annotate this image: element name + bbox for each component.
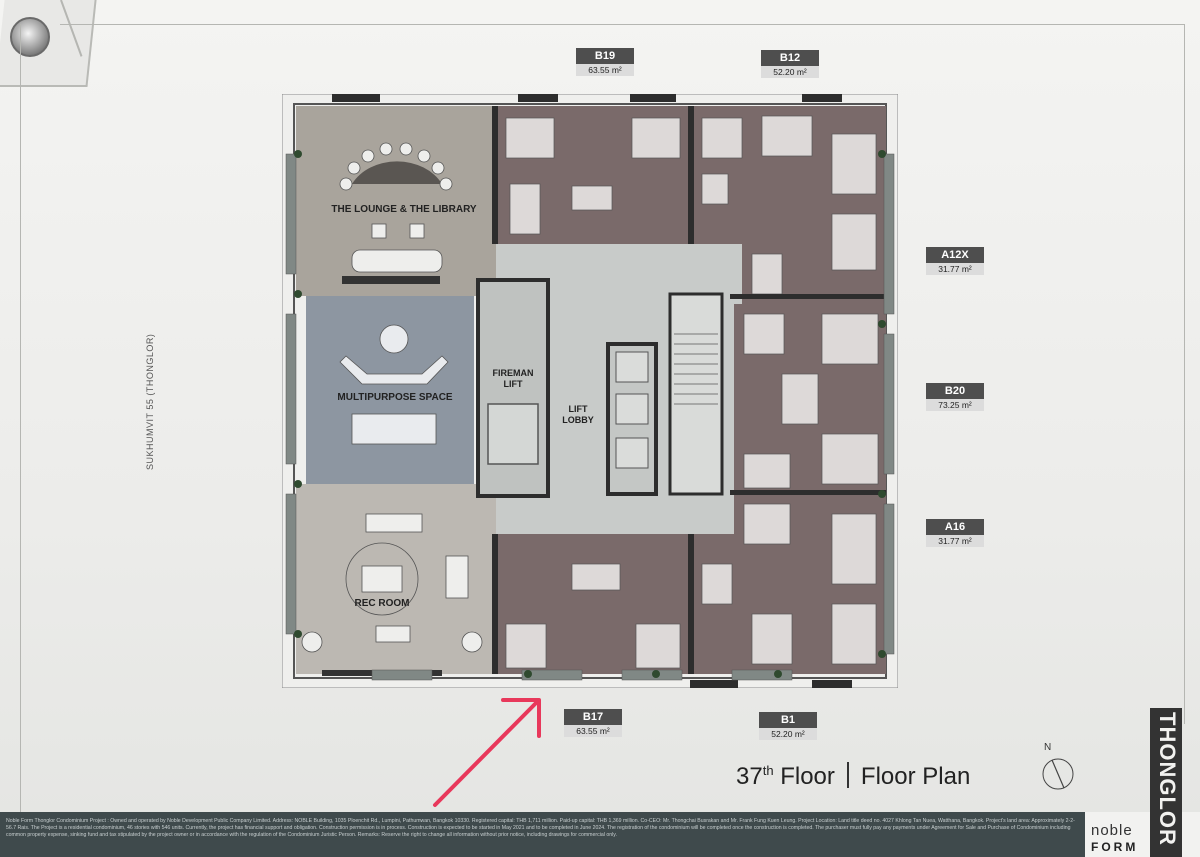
- unit-code: B1: [759, 712, 817, 728]
- unit-area: 73.25 m²: [926, 399, 984, 411]
- fireman-lift-line2: LIFT: [503, 379, 523, 389]
- lounge-counter: [342, 276, 440, 284]
- brand-noble: noble: [1091, 822, 1133, 839]
- screw-icon: [10, 17, 50, 57]
- brand-block: noble FORM: [1085, 812, 1200, 857]
- unit-code: B20: [926, 383, 984, 399]
- unit-tag-b19[interactable]: B19 63.55 m²: [576, 48, 634, 76]
- annotation-arrow-icon: [433, 698, 541, 807]
- exterior-wall-sections: [332, 94, 886, 688]
- brand-form: FORM: [1091, 840, 1139, 854]
- multipurpose-zone: [306, 296, 474, 484]
- unit-area: 63.55 m²: [564, 725, 622, 737]
- room-label-multipurpose: MULTIPURPOSE SPACE: [337, 392, 453, 403]
- unit-tag-a16[interactable]: A16 31.77 m²: [926, 519, 984, 547]
- road-label: SUKHUMVIT 55 (THONGLOR): [145, 333, 155, 470]
- lift-lobby-line2: LOBBY: [562, 415, 594, 425]
- multipurpose-furniture: [339, 324, 449, 445]
- compass-drawing: [1042, 758, 1074, 790]
- unit-area: 31.77 m²: [926, 535, 984, 547]
- floor-plan-drawing: [281, 93, 899, 689]
- stair-treads: [674, 333, 718, 405]
- unit-area: 52.20 m²: [761, 66, 819, 78]
- unit-code: B12: [761, 50, 819, 66]
- floor-plan: THE LOUNGE & THE LIBRARY MULTIPURPOSE SP…: [281, 93, 899, 689]
- planter-dots: [294, 150, 886, 678]
- compass-icon: N: [1038, 742, 1078, 792]
- compass-label: N: [1044, 742, 1052, 753]
- frame-line-right: [1184, 24, 1185, 724]
- title-separator: [846, 762, 849, 788]
- unit-area: 52.20 m²: [759, 728, 817, 740]
- floor-plan-title: 37th Floor Floor Plan: [736, 762, 970, 791]
- unit-tag-a12x[interactable]: A12X 31.77 m²: [926, 247, 984, 275]
- fireman-lift-car: [487, 403, 539, 465]
- unit-code: A12X: [926, 247, 984, 263]
- unit-area: 63.55 m²: [576, 64, 634, 76]
- brand-vertical-badge: THONGLOR: [1150, 708, 1182, 857]
- unit-interiors: [505, 115, 879, 669]
- unit-code: B17: [564, 709, 622, 725]
- unit-tag-b12[interactable]: B12 52.20 m²: [761, 50, 819, 78]
- unit-area: 31.77 m²: [926, 263, 984, 275]
- room-label-lift-lobby: LIFT LOBBY: [558, 404, 598, 426]
- unit-code: B19: [576, 48, 634, 64]
- frame-line-top: [60, 24, 1184, 25]
- floor-word: Floor: [780, 763, 835, 790]
- unit-tag-b20[interactable]: B20 73.25 m²: [926, 383, 984, 411]
- unit-code: A16: [926, 519, 984, 535]
- unit-tag-b1[interactable]: B1 52.20 m²: [759, 712, 817, 740]
- fireman-lift-line1: FIREMAN: [492, 368, 534, 378]
- rec-room-furniture: [301, 513, 483, 653]
- frame-line-left: [20, 24, 21, 814]
- window-columns: [285, 153, 895, 681]
- lift-lobby-line1: LIFT: [568, 404, 588, 414]
- unit-tag-b17[interactable]: B17 63.55 m²: [564, 709, 622, 737]
- floor-number: 37: [736, 763, 763, 790]
- lounge-seating: [339, 142, 453, 273]
- floor-suffix: th: [762, 763, 774, 778]
- floor-plan-subtitle: Floor Plan: [860, 763, 971, 790]
- room-label-fireman-lift: FIREMAN LIFT: [488, 368, 538, 390]
- legal-disclaimer: Noble Form Thonglor Condominium Project …: [0, 812, 1085, 857]
- room-label-rec-room: REC ROOM: [354, 598, 410, 609]
- brand-vertical-text: THONGLOR: [1155, 712, 1180, 846]
- room-label-lounge: THE LOUNGE & THE LIBRARY: [331, 204, 477, 215]
- fan-bookshelf: [352, 161, 442, 184]
